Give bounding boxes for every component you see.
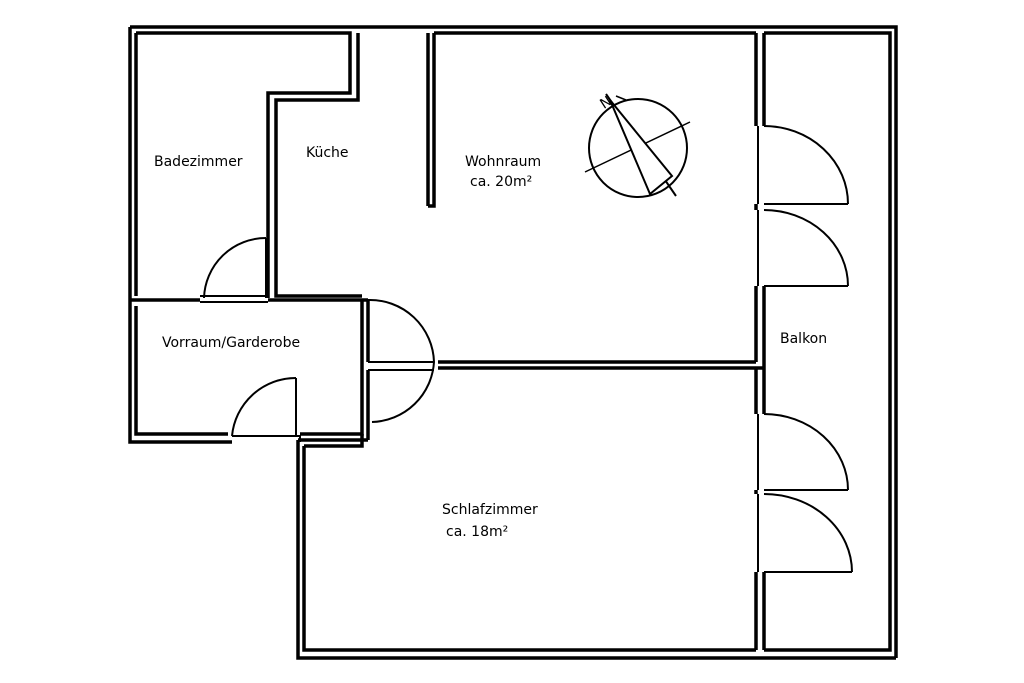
bathroom-door-sill xyxy=(200,295,268,303)
hall-living-link xyxy=(368,361,434,371)
room-label-hallway: Vorraum/Garderobe xyxy=(162,335,300,351)
balcony-outer xyxy=(762,25,898,658)
bedroom-top-left-inner xyxy=(304,434,364,448)
outer-wall-left xyxy=(128,27,232,444)
doors xyxy=(203,125,853,573)
hallway-right-wall xyxy=(300,300,364,436)
room-area-bedroom: ca. 18m² xyxy=(446,524,508,540)
compass-north-label: N xyxy=(597,93,615,112)
entrance-door-swing xyxy=(231,376,297,437)
room-label-bedroom: Schlafzimmer xyxy=(442,502,538,518)
room-labels: Badezimmer Küche Wohnraum ca. 20m² Vorra… xyxy=(154,145,827,540)
room-label-balcony: Balkon xyxy=(780,331,827,347)
hall-living-door-swing-top xyxy=(367,298,435,363)
bathroom-door-swing xyxy=(203,237,267,299)
bedroom-balcony-door-2-swing xyxy=(763,493,853,573)
hallway-inner-wall xyxy=(134,306,228,436)
living-balcony-door-2-swing xyxy=(763,209,849,287)
compass-icon: N xyxy=(584,93,691,198)
bedroom-left-inner xyxy=(302,446,756,652)
hallway-entry-sill xyxy=(232,435,301,442)
living-balcony-door-1-swing xyxy=(763,125,849,205)
bedroom-left-wall xyxy=(296,440,896,660)
walls xyxy=(128,25,898,660)
balcony-inner xyxy=(764,31,892,652)
room-label-living: Wohnraum xyxy=(465,154,541,170)
bedroom-balcony-door-1-swing xyxy=(763,413,849,491)
kitchen-living-divider-2 xyxy=(428,33,436,208)
kitchen-wall xyxy=(274,33,362,298)
room-label-bathroom: Badezimmer xyxy=(154,154,243,170)
room-area-living: ca. 20m² xyxy=(470,174,532,190)
bathroom-wall-inner xyxy=(136,31,352,298)
room-label-kitchen: Küche xyxy=(306,145,349,161)
hall-living-door-swing-bottom xyxy=(371,361,435,423)
